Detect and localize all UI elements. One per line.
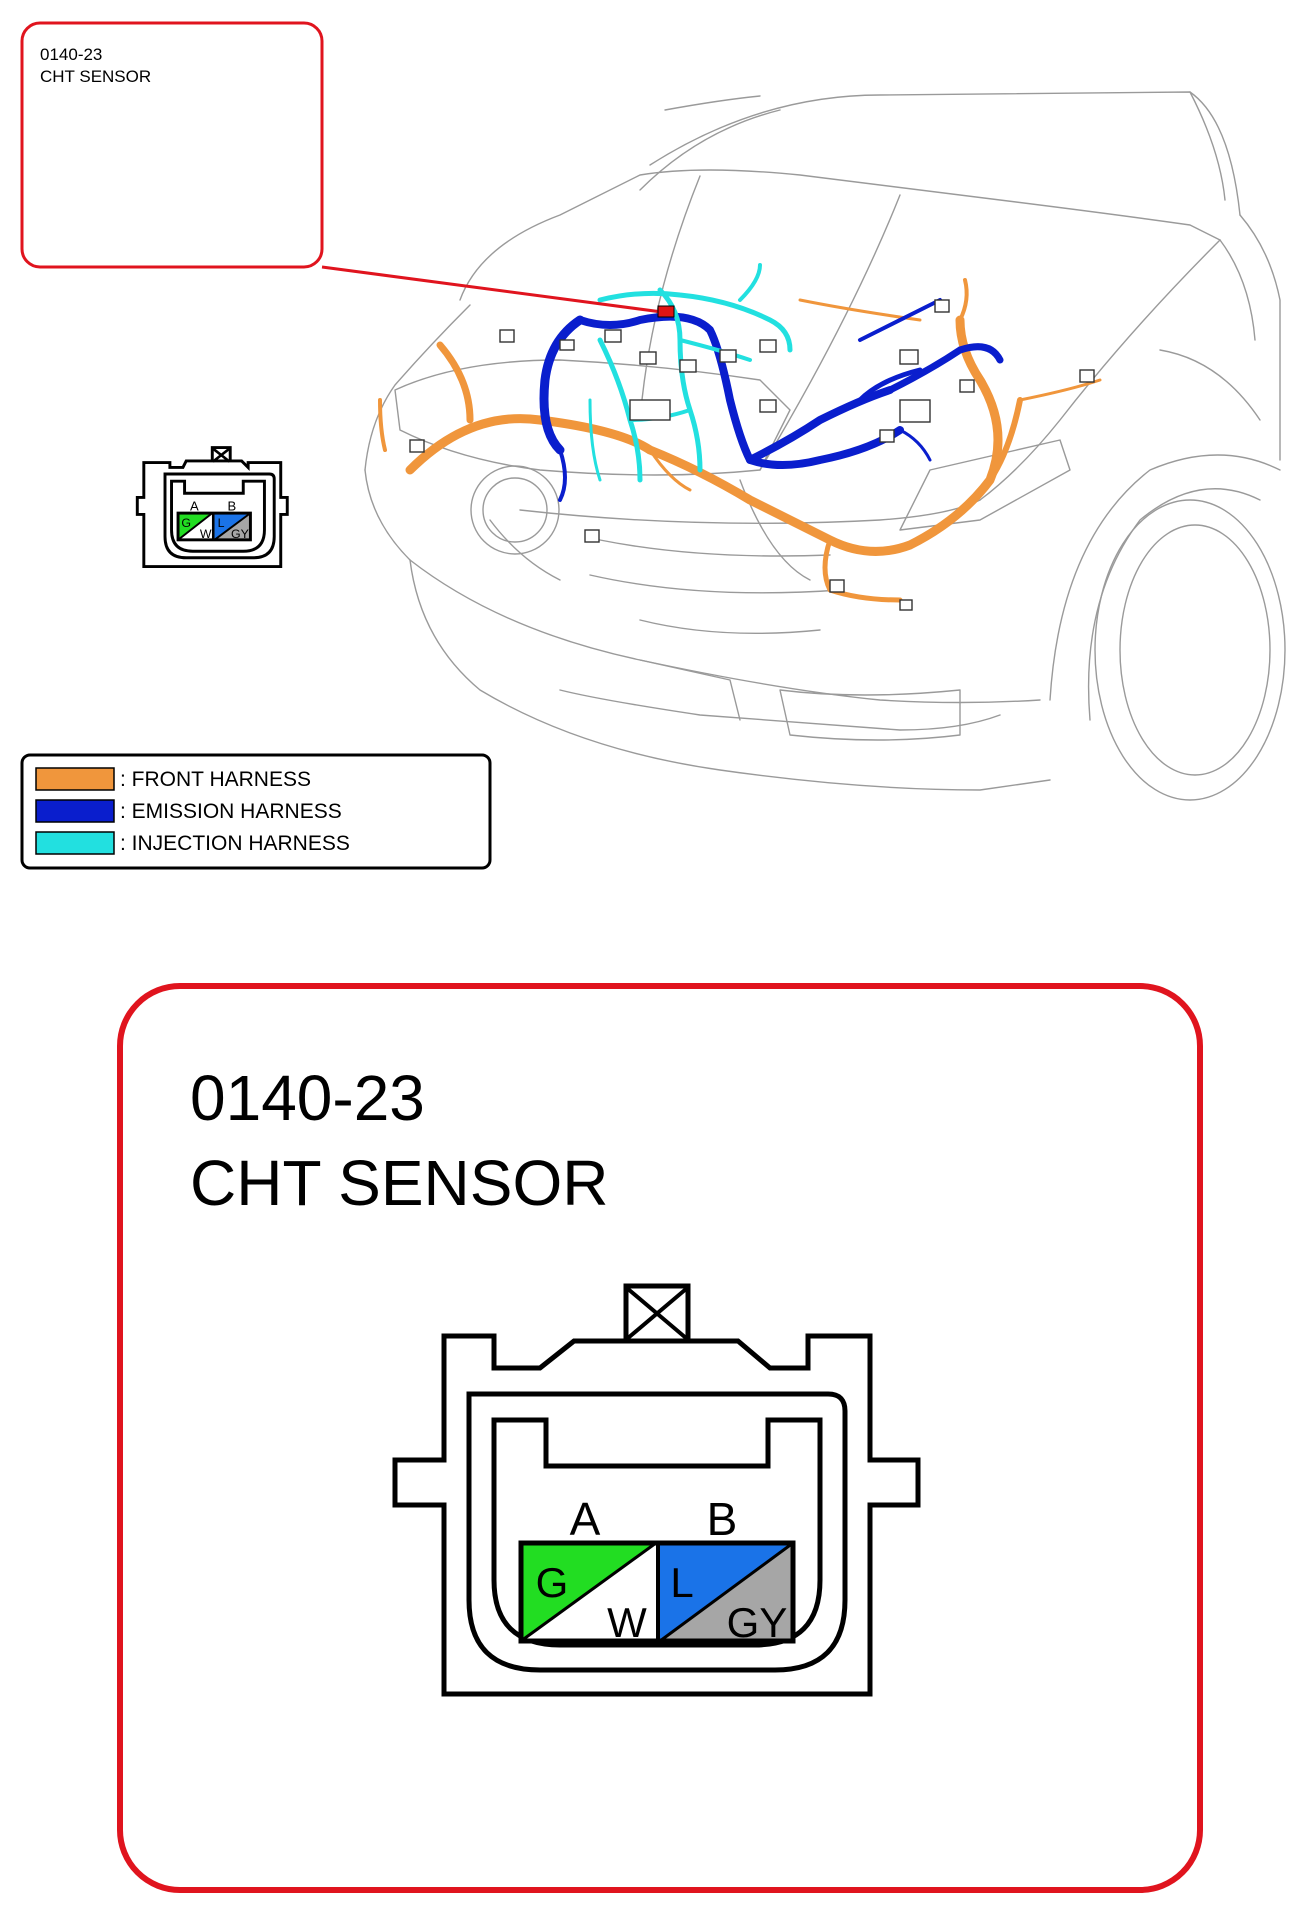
- legend-swatch-emission-harness: [35, 799, 115, 823]
- callout-pin-a-label: A: [190, 499, 199, 514]
- callout-connector-code: 0140-23: [40, 45, 102, 64]
- connector-housing: [135, 446, 289, 569]
- callout-connector-name: CHT SENSOR: [40, 67, 151, 86]
- callout-box: 0140-23 CHT SENSOR: [20, 21, 324, 269]
- legend-swatch-front-harness: [35, 767, 115, 791]
- wire-color-g: G: [536, 1559, 569, 1606]
- emission-harness: [539, 298, 1004, 502]
- harness-legend: : FRONT HARNESS : EMISSION HARNESS : INJ…: [20, 753, 492, 870]
- vehicle-outline: [364, 91, 1286, 801]
- wire-color-l: L: [670, 1559, 693, 1606]
- callout-leader-line: [321, 265, 663, 314]
- detail-connector-diagram: A B G W L GY: [392, 1283, 921, 1697]
- callout-connector-diagram: A B G W L GY: [135, 446, 289, 569]
- legend-label-front-harness: : FRONT HARNESS: [120, 768, 311, 791]
- callout-wire-g: G: [181, 516, 191, 530]
- detail-connector-code: 0140-23: [190, 1062, 425, 1134]
- pin-b-label: B: [707, 1493, 738, 1545]
- lock-tab-cross-icon: [626, 1287, 688, 1340]
- legend-label-emission-harness: : EMISSION HARNESS: [120, 800, 342, 823]
- wire-color-gy: GY: [727, 1599, 788, 1646]
- callout-wire-l: L: [218, 516, 225, 530]
- pin-a-label: A: [570, 1493, 601, 1545]
- detail-connector-name: CHT SENSOR: [190, 1147, 608, 1219]
- callout-wire-w: W: [200, 527, 212, 541]
- legend-label-injection-harness: : INJECTION HARNESS: [120, 832, 350, 855]
- wire-color-w: W: [607, 1599, 647, 1646]
- legend-swatch-injection-harness: [35, 831, 115, 855]
- callout-pin-b-label: B: [227, 499, 236, 514]
- callout-wire-gy: GY: [231, 527, 249, 541]
- cht-sensor-location-marker: [657, 305, 675, 318]
- harness-connectors: [409, 299, 1095, 611]
